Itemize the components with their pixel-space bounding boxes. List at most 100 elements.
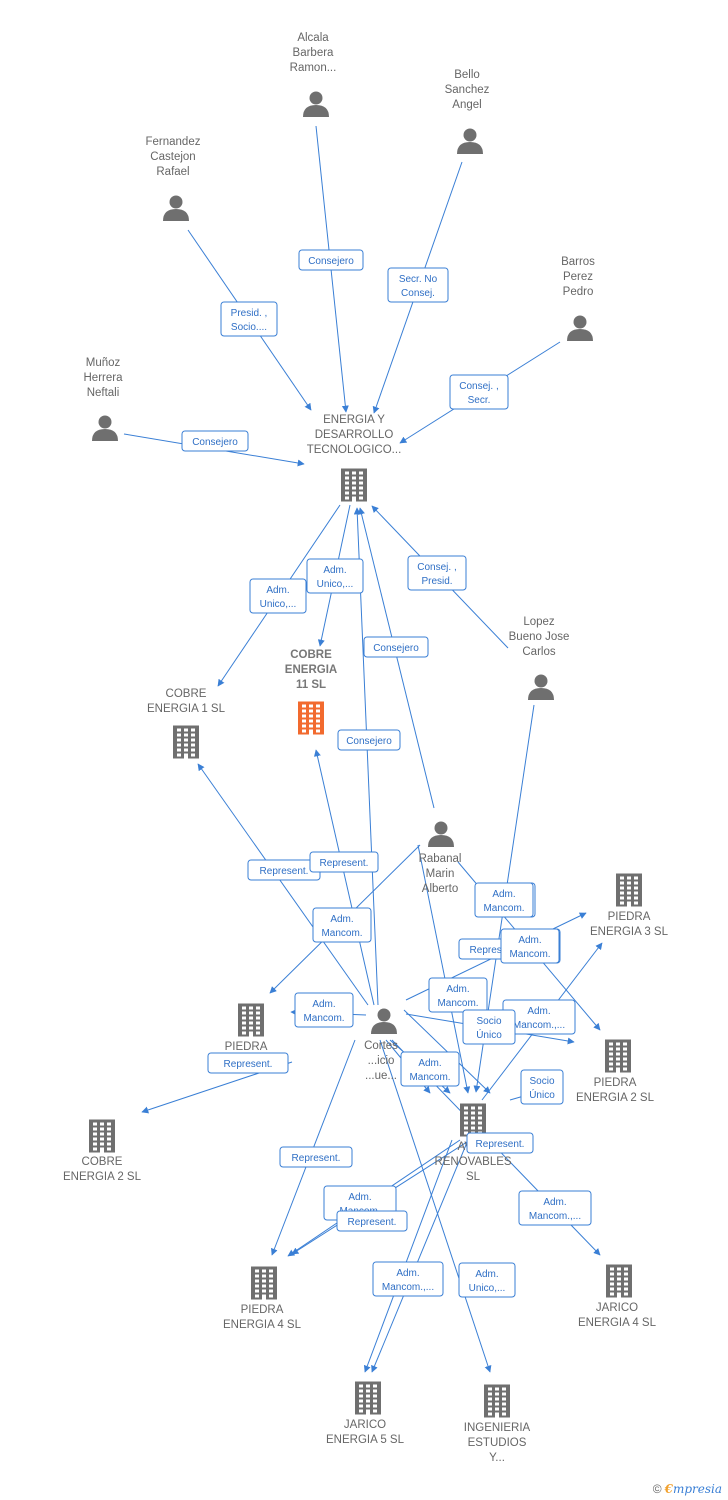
edge-label[interactable]: Consejero bbox=[181, 430, 249, 452]
edge-label[interactable]: Represent. bbox=[207, 1052, 289, 1074]
edge-label[interactable]: Represent. bbox=[336, 1210, 408, 1232]
node-label: ENERGIA 2 SL bbox=[63, 1171, 142, 1183]
edge-label[interactable]: Consejero bbox=[298, 249, 364, 271]
edge-label-text: Consej. bbox=[401, 288, 435, 299]
edge-rabanal-to-energia_y_desarrollo bbox=[358, 507, 435, 809]
edge-label[interactable]: Consej. ,Presid. bbox=[407, 555, 467, 591]
edge-label[interactable]: Represent. bbox=[247, 859, 321, 881]
node-label: Barbera bbox=[293, 47, 335, 59]
edge-label-text: Consejero bbox=[192, 437, 238, 448]
edge-label-text: Unico,... bbox=[260, 599, 297, 610]
edge-label-text: Presid. bbox=[421, 576, 452, 587]
node-label: Rabanal bbox=[419, 853, 462, 865]
building-icon bbox=[460, 1103, 486, 1137]
edge-label[interactable]: Adm.Mancom.,... bbox=[518, 1190, 592, 1226]
node-label: ENERGIA 1 SL bbox=[147, 703, 226, 715]
building-icon bbox=[89, 1119, 115, 1153]
person-icon bbox=[92, 415, 118, 441]
edge-label[interactable]: Presid. ,Socio.... bbox=[220, 301, 278, 337]
building-icon bbox=[251, 1266, 277, 1300]
edge-label-text: Socio bbox=[529, 1076, 554, 1087]
person-icon bbox=[528, 674, 554, 700]
node-label: Marin bbox=[426, 868, 455, 880]
edge-label[interactable]: Represent. bbox=[279, 1146, 353, 1168]
node-label: Muñoz bbox=[86, 357, 121, 369]
node-label: JARICO bbox=[344, 1419, 386, 1431]
edge-label[interactable]: Secr. No Consej. bbox=[387, 267, 449, 303]
node-label: JARICO bbox=[596, 1302, 638, 1314]
edge-label[interactable]: Adm. Unico,... bbox=[249, 578, 307, 614]
person-node-alcala[interactable]: AlcalaBarberaRamon... bbox=[290, 32, 337, 117]
edge-label-text: Adm. bbox=[418, 1058, 441, 1069]
person-node-cortes[interactable]: Cortes...icio...ue... bbox=[364, 1008, 398, 1083]
edge-label[interactable]: Consejero bbox=[363, 636, 429, 658]
edge-label[interactable]: Represent. bbox=[309, 851, 379, 873]
edge-label-text: Secr. No bbox=[399, 274, 438, 285]
company-node-ingenieria_estudios[interactable]: INGENIERIAESTUDIOSY... bbox=[464, 1384, 531, 1465]
node-label: ENERGIA 5 SL bbox=[326, 1434, 405, 1446]
person-icon bbox=[567, 315, 593, 341]
node-label: PIEDRA bbox=[225, 1041, 268, 1053]
edge-label-text: Mancom. bbox=[321, 928, 362, 939]
node-label: Rafael bbox=[156, 166, 189, 178]
footer-credit: © €mpresia bbox=[653, 1482, 722, 1496]
edge-label-text: Mancom. bbox=[483, 903, 524, 914]
edge-label-text: Adm. bbox=[312, 999, 335, 1010]
building-icon bbox=[484, 1384, 510, 1418]
edge-label[interactable]: Adm.Unico,... bbox=[458, 1262, 516, 1298]
company-node-jarico_energia_5[interactable]: JARICO ENERGIA 5 SL bbox=[326, 1381, 405, 1447]
brand-logo[interactable]: €mpresia bbox=[664, 1482, 722, 1496]
edge-label[interactable]: Adm.Mancom.,... bbox=[372, 1261, 444, 1297]
edge-label-text: Mancom. bbox=[409, 1072, 450, 1083]
building-icon bbox=[606, 1264, 632, 1298]
edge-label[interactable]: Consejero bbox=[337, 729, 401, 751]
node-label: ESTUDIOS bbox=[468, 1437, 527, 1449]
company-node-energia_y_desarrollo[interactable]: ENERGIA YDESARROLLOTECNOLOGICO... bbox=[307, 414, 402, 502]
node-label: Barros bbox=[561, 256, 595, 268]
node-label: RENOVABLES bbox=[434, 1156, 511, 1168]
edge-label-text: Adm. bbox=[266, 585, 289, 596]
edge-label[interactable]: Adm.Unico,... bbox=[306, 558, 364, 594]
edge-label[interactable]: Adm.Mancom. bbox=[474, 882, 534, 918]
edge-label[interactable]: Consej. ,Secr. bbox=[449, 374, 509, 410]
building-icon bbox=[605, 1039, 631, 1073]
edge-label-text: Represent. bbox=[476, 1139, 525, 1150]
node-label: Y... bbox=[489, 1452, 505, 1464]
edge-label-text: Secr. bbox=[468, 395, 491, 406]
edge-label[interactable]: Adm.Mancom. bbox=[500, 928, 560, 964]
edge-label-text: Mancom.,... bbox=[529, 1211, 581, 1222]
edge-label[interactable]: Represent. bbox=[466, 1132, 534, 1154]
person-icon bbox=[371, 1008, 397, 1034]
node-label: Sanchez bbox=[445, 84, 490, 96]
node-label: ...icio bbox=[368, 1055, 395, 1067]
edge-label-text: Adm. bbox=[446, 984, 469, 995]
building-icon bbox=[355, 1381, 381, 1415]
edge-label-text: Único bbox=[529, 1088, 555, 1101]
node-label: ENERGIA 2 SL bbox=[576, 1092, 655, 1104]
node-label: Herrera bbox=[84, 372, 124, 384]
edge-label[interactable]: Adm.Mancom. bbox=[312, 907, 372, 943]
edge-label[interactable]: Adm. Mancom. bbox=[400, 1051, 460, 1087]
edge-label[interactable]: Adm.Mancom. bbox=[294, 992, 354, 1028]
edge-cortes-to-cobre_energia_1 bbox=[197, 763, 369, 1006]
edge-label-text: Adm. bbox=[323, 565, 346, 576]
edge-label[interactable]: Adm.Mancom. bbox=[428, 977, 488, 1013]
node-label: Pedro bbox=[563, 286, 594, 298]
company-node-jarico_energia_4[interactable]: JARICO ENERGIA 4 SL bbox=[578, 1264, 657, 1330]
node-label: ENERGIA 4 SL bbox=[578, 1317, 657, 1329]
